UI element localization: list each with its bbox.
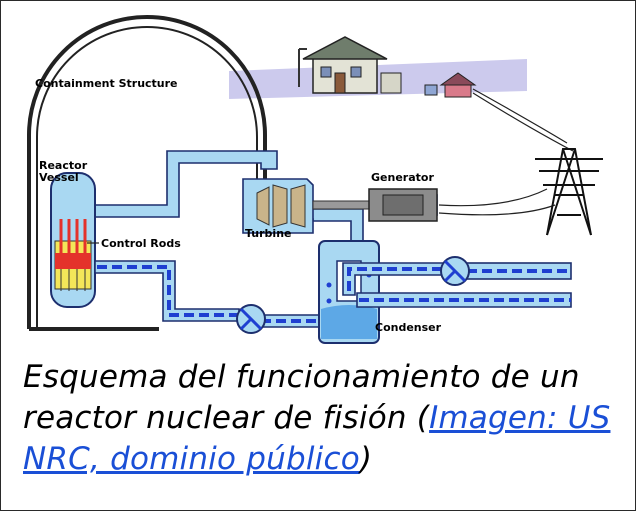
containment-structure [27, 15, 267, 331]
cooling-pump [440, 256, 470, 286]
figure-caption: Esquema del funcionamiento de un reactor… [23, 357, 623, 480]
feedwater-pump [236, 304, 266, 334]
horizon-band [229, 59, 527, 99]
reactor-diagram: Containment Structure Reactor Vessel Con… [27, 15, 603, 344]
turbine-shaft [312, 200, 374, 210]
label-turbine: Turbine [245, 227, 292, 240]
power-line [438, 204, 556, 216]
cooling-water-flow [347, 267, 443, 291]
small-house-icon [424, 72, 477, 98]
caption-closing: ) [359, 441, 373, 477]
reactor-vessel [50, 172, 96, 308]
generator [368, 188, 438, 222]
label-reactor-vessel-line2: Vessel [39, 171, 79, 184]
street-lamp-icon [298, 48, 307, 87]
feedwater-flow [97, 265, 239, 317]
power-line [472, 88, 568, 144]
label-containment-structure: Containment Structure [35, 77, 178, 90]
house-icon [302, 36, 402, 94]
label-condenser: Condenser [375, 321, 442, 334]
label-reactor-vessel-line1: Reactor [39, 159, 88, 172]
power-line [438, 188, 548, 207]
image-credit-link[interactable]: Imagen: US NRC, dominio público [23, 400, 611, 477]
power-line [472, 92, 574, 152]
caption-text: Esquema del funcionamiento de un reactor… [23, 359, 580, 436]
feedwater-pipe [94, 260, 320, 328]
turbine [242, 178, 314, 234]
label-control-rods: Control Rods [101, 237, 181, 250]
transmission-tower-icon [535, 148, 603, 236]
label-generator: Generator [371, 171, 434, 184]
